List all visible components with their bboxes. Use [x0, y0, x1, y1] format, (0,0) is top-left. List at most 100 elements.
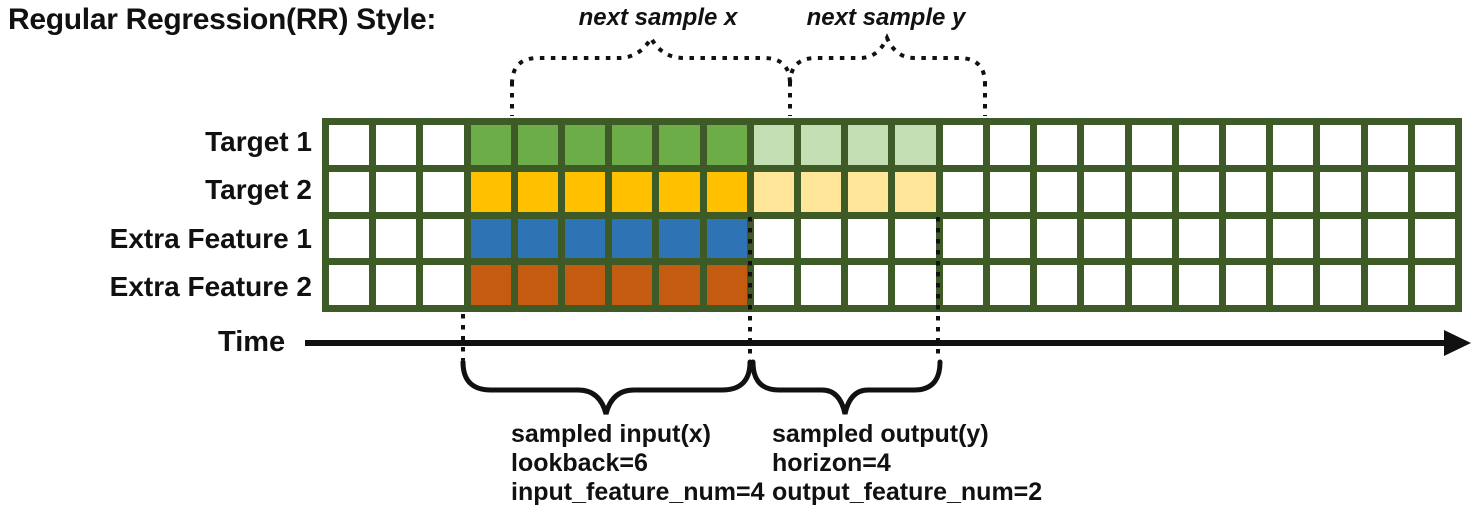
grid-cell [753, 125, 795, 165]
grid-cell [1225, 265, 1267, 305]
row-label-target-1: Target 1 [205, 126, 312, 157]
grid-cell [1037, 265, 1078, 305]
grid-cell [1273, 171, 1314, 212]
grid-cell [706, 171, 747, 212]
grid-cell [612, 125, 653, 165]
grid-cell [1131, 265, 1172, 305]
grid-cell [423, 218, 464, 259]
grid-cell [895, 125, 936, 165]
grid-cell [942, 218, 983, 259]
grid-cell [517, 218, 559, 259]
grid-cell [329, 125, 370, 165]
grid-cell [801, 218, 842, 259]
grid-cell [848, 171, 889, 212]
grid-cell [942, 125, 983, 165]
grid-cell [1273, 125, 1314, 165]
sampled-input-brace [460, 359, 753, 415]
next-sample-x-label: next sample x [578, 4, 738, 31]
next-sample-y-brace [788, 33, 987, 85]
next-sample-x-brace [510, 33, 792, 85]
grid-cell [517, 265, 559, 305]
grid-cell [1225, 218, 1267, 259]
grid-cell [848, 125, 889, 165]
sampled-input-annotation: sampled input(x) lookback=6 input_featur… [511, 420, 765, 507]
grid-cell [1131, 218, 1172, 259]
grid-cell [612, 218, 653, 259]
grid-cell [659, 125, 700, 165]
grid-cell [329, 171, 370, 212]
grid-cell [1414, 171, 1455, 212]
grid-cell [376, 218, 417, 259]
grid-cell [801, 265, 842, 305]
grid-cell [1178, 125, 1219, 165]
grid-cell [801, 125, 842, 165]
grid-cell [659, 218, 700, 259]
grid-cell [753, 265, 795, 305]
grid-cell [1131, 125, 1172, 165]
grid-cell [1414, 218, 1455, 259]
row-label-extra-feature-2: Extra Feature 2 [109, 271, 312, 302]
grid-cell [895, 171, 936, 212]
grid-cell [565, 171, 606, 212]
grid-cell [517, 125, 559, 165]
grid-cell [1084, 171, 1125, 212]
grid-cell [942, 171, 983, 212]
grid-cell [1225, 171, 1267, 212]
sampled-input-line: sampled input(x) [511, 420, 712, 448]
grid-cell [1178, 218, 1219, 259]
grid-cell [1320, 265, 1361, 305]
grid-cell [1178, 171, 1219, 212]
grid-cell [706, 218, 747, 259]
time-axis-arrowhead-icon [1444, 330, 1471, 356]
grid-cell [1273, 218, 1314, 259]
input-feature-num-line: input_feature_num=4 [511, 478, 765, 506]
grid-cell [1367, 171, 1408, 212]
grid-cell [1084, 218, 1125, 259]
grid-cell [989, 125, 1031, 165]
grid-cell [848, 218, 889, 259]
grid-cell [942, 265, 983, 305]
grid-cell [376, 265, 417, 305]
grid-cell [753, 218, 795, 259]
grid-cell [470, 265, 511, 305]
grid-cell [470, 125, 511, 165]
grid-cell [1320, 171, 1361, 212]
grid-cell [801, 171, 842, 212]
grid-cell [423, 125, 464, 165]
time-axis-label: Time [218, 326, 286, 358]
grid-cell [423, 265, 464, 305]
grid-cell [1178, 265, 1219, 305]
grid-cell [329, 218, 370, 259]
grid-cell [848, 265, 889, 305]
grid-cell [659, 171, 700, 212]
grid-cell [1084, 265, 1125, 305]
grid-cell [470, 218, 511, 259]
diagram-title: Regular Regression(RR) Style: [8, 3, 437, 36]
grid-cell [659, 265, 700, 305]
grid-cell [895, 265, 936, 305]
lookback-line: lookback=6 [511, 449, 648, 477]
grid-cell [376, 125, 417, 165]
sampled-output-brace [750, 359, 943, 415]
grid-cell [565, 125, 606, 165]
grid-cell [1367, 218, 1408, 259]
grid-cell [989, 171, 1031, 212]
horizon-line: horizon=4 [772, 449, 891, 477]
grid-cell [989, 265, 1031, 305]
grid-cell [753, 171, 795, 212]
grid-cell [1037, 218, 1078, 259]
grid-cell [565, 218, 606, 259]
grid-cell [1320, 125, 1361, 165]
grid-cell [329, 265, 370, 305]
grid-cell [1367, 125, 1408, 165]
grid-cell [612, 265, 653, 305]
grid-cell [706, 125, 747, 165]
grid-cell [1414, 265, 1455, 305]
grid-cell [1084, 125, 1125, 165]
grid-cell [706, 265, 747, 305]
grid-cell [1225, 125, 1267, 165]
sampling-grid [322, 118, 1462, 312]
grid-cell [565, 265, 606, 305]
sampled-output-line: sampled output(y) [772, 420, 989, 448]
